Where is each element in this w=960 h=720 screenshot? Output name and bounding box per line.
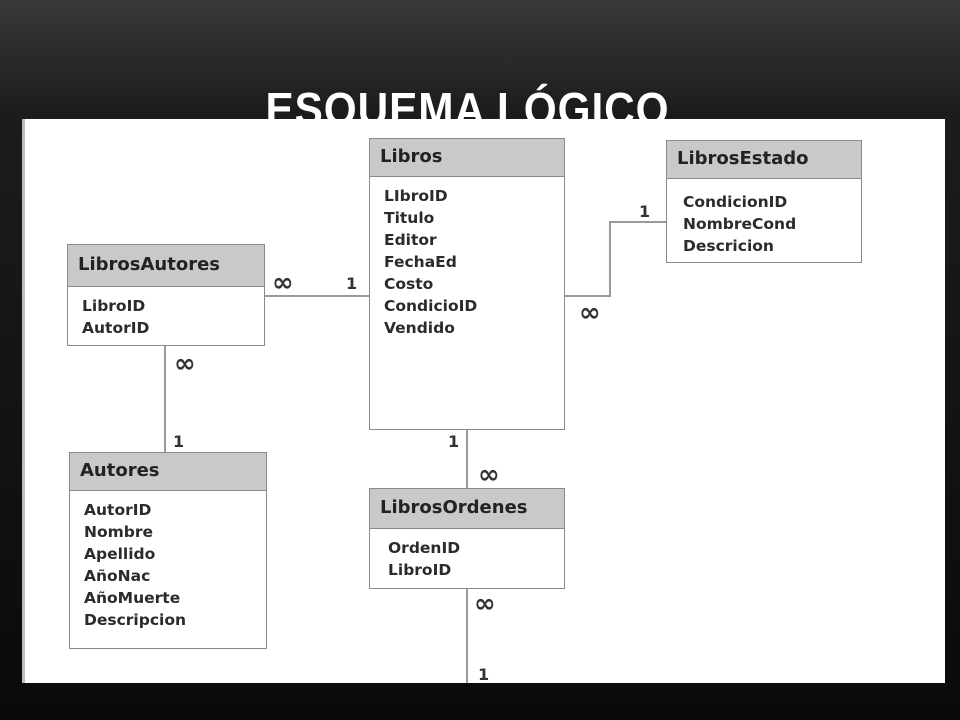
field-condicionid: CondicionID [683,193,788,211]
table-libros-header: Libros [370,139,564,177]
field-descripcion: Descripcion [84,611,187,629]
field-vendido: Vendido [384,319,455,337]
field-descricion: Descricion [683,237,774,255]
table-librosautores-fields: LibroID AutorID [68,287,264,339]
table-autores-fields: AutorID Nombre Apellido AñoNac AñoMuerte… [70,491,266,631]
relationship-lines: ∞ 1 ∞ 1 ∞ 1 1 ∞ ∞ 1 [164,202,666,683]
field-fechaed: FechaEd [384,253,457,271]
cardinality-one-librosautores-autores: 1 [173,432,184,451]
field-apellido: Apellido [84,545,156,563]
cardinality-one-librosautores-libros: 1 [346,274,357,293]
table-librosautores-header: LibrosAutores [68,245,264,287]
cardinality-many-libros-librosestado: ∞ [579,298,601,328]
table-librosestado-header: LibrosEstado [667,141,861,179]
table-autores[interactable]: Autores AutorID Nombre Apellido AñoNac A… [69,452,267,649]
field-ordenid: OrdenID [388,539,461,557]
link-libros-librosestado [564,221,666,297]
cardinality-many-librosordenes-offscreen: ∞ [474,589,496,619]
cardinality-many-librosautores-libros: ∞ [272,268,294,298]
canvas-left-edge [22,119,25,683]
field-libroid: LIbroID [384,187,448,205]
table-librosautores[interactable]: LibrosAutores LibroID AutorID [67,244,265,346]
field-nombrecond: NombreCond [683,215,797,233]
table-autores-header: Autores [70,453,266,491]
table-librosestado-fields: CondicionID NombreCond Descricion [667,179,861,257]
cardinality-one-libros-librosestado: 1 [639,202,650,221]
table-librosordenes-fields: OrdenID LibroID [370,529,564,581]
field-condicioid: CondicioID [384,297,478,315]
field-autorid: AutorID [84,501,152,519]
table-libros-fields: LIbroID Titulo Editor FechaEd Costo Cond… [370,177,564,339]
table-librosordenes-header: LibrosOrdenes [370,489,564,529]
table-libros[interactable]: Libros LIbroID Titulo Editor FechaEd Cos… [369,138,565,430]
field-editor: Editor [384,231,437,249]
cardinality-many-librosautores-autores: ∞ [174,349,196,379]
field-anonac: AñoNac [84,567,151,585]
cardinality-one-librosordenes-offscreen: 1 [478,665,489,683]
field-anomuerte: AñoMuerte [84,589,181,607]
cardinality-one-librosordenes-libros: 1 [448,432,459,451]
table-librosestado[interactable]: LibrosEstado CondicionID NombreCond Desc… [666,140,862,263]
field-costo: Costo [384,275,434,293]
field-libroid: LibroID [82,297,146,315]
er-diagram-canvas: ∞ 1 ∞ 1 ∞ 1 1 ∞ ∞ 1 Libros LIbroID Titul… [22,119,945,683]
field-libroid: LibroID [388,561,452,579]
table-librosordenes[interactable]: LibrosOrdenes OrdenID LibroID [369,488,565,589]
field-nombre: Nombre [84,523,154,541]
cardinality-many-librosordenes-libros: ∞ [478,460,500,490]
field-autorid: AutorID [82,319,150,337]
field-titulo: Titulo [384,209,435,227]
